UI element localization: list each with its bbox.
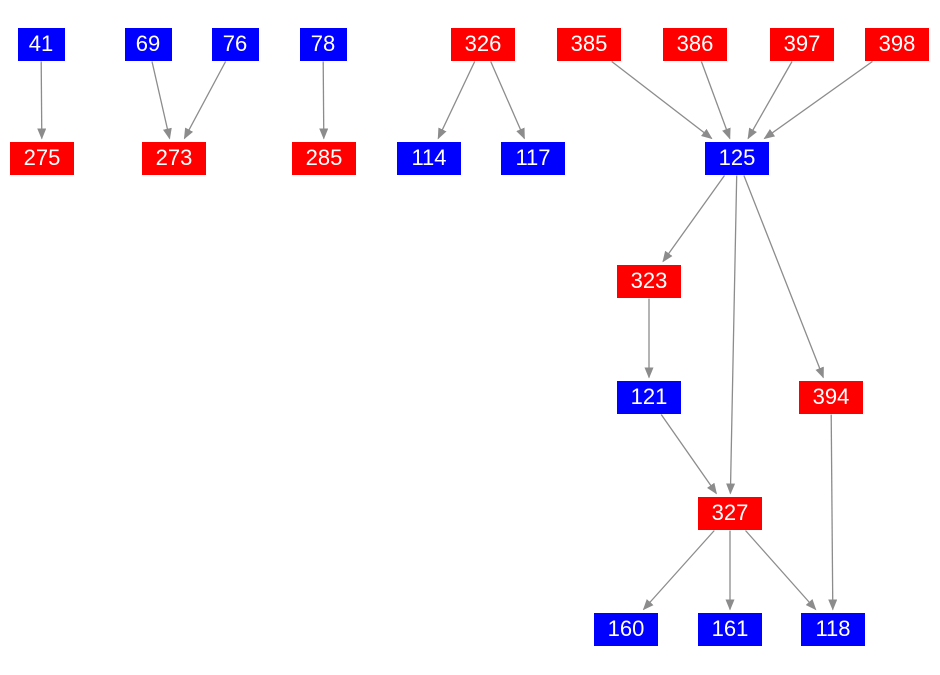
graph-node-69: 69 [124, 27, 172, 61]
graph-node-78: 78 [299, 27, 347, 61]
graph-node-326: 326 [451, 27, 515, 61]
graph-node-160: 160 [594, 612, 658, 646]
edge-385-125 [611, 60, 713, 140]
graph-node-398: 398 [865, 27, 929, 61]
edge-386-125 [700, 61, 731, 140]
edge-41-275 [37, 61, 47, 140]
edge-121-327 [660, 414, 717, 495]
graph-node-397: 397 [770, 27, 834, 61]
graph-node-117: 117 [501, 141, 565, 175]
graph-node-394: 394 [799, 380, 863, 414]
edge-326-117 [490, 61, 525, 140]
graph-node-385: 385 [557, 27, 621, 61]
edge-398-125 [763, 60, 873, 140]
edge-76-273 [183, 61, 227, 140]
graph-node-327: 327 [698, 496, 762, 530]
edge-327-118 [745, 530, 817, 611]
graph-node-386: 386 [663, 27, 727, 61]
edge-125-327 [726, 175, 738, 495]
graph-node-76: 76 [211, 27, 259, 61]
graph-node-323: 323 [617, 264, 681, 298]
graph-node-125: 125 [705, 141, 769, 175]
graph-node-114: 114 [397, 141, 461, 175]
edge-394-118 [828, 414, 838, 611]
graph-node-285: 285 [292, 141, 356, 175]
graph-node-121: 121 [617, 380, 681, 414]
edge-327-160 [642, 530, 715, 611]
graph-node-41: 41 [17, 27, 65, 61]
graph-node-275: 275 [10, 141, 74, 175]
edge-397-125 [747, 61, 793, 140]
edge-78-285 [319, 61, 329, 140]
graph-node-118: 118 [801, 612, 865, 646]
edge-326-114 [437, 61, 476, 140]
graph-node-273: 273 [142, 141, 206, 175]
graph-node-161: 161 [698, 612, 762, 646]
edge-69-273 [151, 61, 172, 140]
edge-125-394 [743, 175, 824, 379]
edge-125-323 [662, 175, 726, 263]
